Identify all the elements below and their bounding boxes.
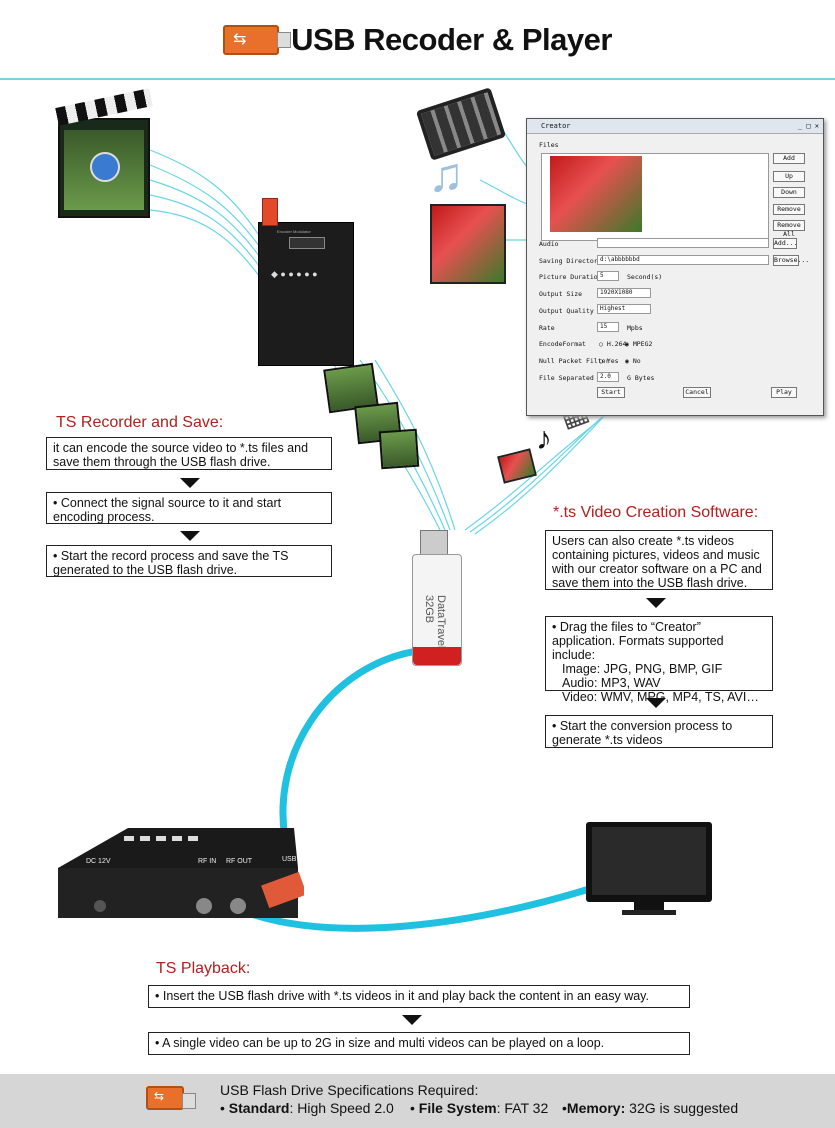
file-separated-size-label: File Separated Size bbox=[539, 374, 614, 382]
remove-button[interactable]: Remove bbox=[773, 204, 805, 215]
picture-duration-unit: Second(s) bbox=[627, 273, 663, 281]
rate-unit: Mpbs bbox=[627, 324, 643, 332]
down-arrow-icon bbox=[646, 698, 666, 708]
picture-duration-label: Picture Duration bbox=[539, 273, 602, 281]
encode-mpeg2-radio[interactable]: ◉ MPEG2 bbox=[625, 340, 653, 348]
picture-duration-field[interactable]: 5 bbox=[597, 271, 619, 281]
footer-title: USB Flash Drive Specifications Required: bbox=[220, 1082, 479, 1098]
video-clapperboard-image bbox=[55, 88, 153, 218]
header-divider bbox=[0, 78, 835, 80]
tv-image bbox=[586, 822, 712, 915]
usb-brand-label: DataTraveler bbox=[435, 595, 447, 659]
creator-app-window: Creator_ □ ✕ Files Add Up Down Remove Re… bbox=[526, 118, 824, 416]
music-note-icon: ♫ bbox=[428, 149, 464, 202]
cancel-button[interactable]: Cancel bbox=[683, 387, 711, 398]
down-arrow-icon bbox=[402, 1015, 422, 1025]
footer-spec-standard: • Standard: High Speed 2.0 bbox=[220, 1100, 394, 1116]
down-arrow-icon bbox=[180, 531, 200, 541]
output-size-label: Output Size bbox=[539, 290, 583, 298]
browse-button[interactable]: Browse... bbox=[773, 255, 810, 266]
music-note-icon: ♪ bbox=[536, 420, 552, 456]
add-button[interactable]: Add bbox=[773, 153, 805, 164]
files-list[interactable] bbox=[541, 153, 769, 241]
film-frame-image bbox=[378, 428, 420, 470]
audio-add-button[interactable]: Add... bbox=[773, 238, 798, 249]
play-button[interactable]: Play bbox=[771, 387, 797, 398]
formats-audio: Audio: MP3, WAV bbox=[562, 676, 661, 690]
footer-spec-filesystem: • File System: FAT 32 bbox=[410, 1100, 549, 1116]
files-label: Files bbox=[539, 141, 559, 149]
encoder-device-image: Encoder Modulator ◆ ● ● ● ● ● bbox=[258, 222, 354, 366]
creation-step-3: • Start the conversion process to genera… bbox=[545, 715, 773, 748]
encode-format-label: EncodeFormat bbox=[539, 340, 586, 348]
null-no-radio[interactable]: ◉ No bbox=[625, 357, 641, 365]
file-separated-size-field[interactable]: 2.0 bbox=[597, 372, 619, 382]
saving-directory-field[interactable]: d:\abbbbbbd bbox=[597, 255, 769, 265]
encode-h264-radio[interactable]: ○ H.264 bbox=[599, 340, 627, 348]
recorder-step-2: • Connect the signal source to it and st… bbox=[46, 492, 332, 524]
footer-spec-memory: •Memory: 32G is suggested bbox=[562, 1100, 739, 1116]
rf-in-label: RF IN bbox=[198, 858, 217, 865]
down-arrow-icon bbox=[646, 598, 666, 608]
encoder-screen-label: Encoder Modulator bbox=[277, 229, 311, 234]
recorder-heading: TS Recorder and Save: bbox=[56, 414, 224, 431]
usb-port-label: USB bbox=[282, 856, 297, 863]
usb-flash-drive-icon: ⇆ bbox=[223, 25, 292, 55]
playback-heading: TS Playback: bbox=[156, 960, 251, 977]
player-device-image bbox=[58, 828, 304, 918]
usb-stick-small-image bbox=[262, 198, 278, 226]
usb-flash-drive-icon: ⇆ bbox=[146, 1086, 196, 1110]
usb-capacity-label: 32GB bbox=[423, 595, 435, 624]
down-button[interactable]: Down bbox=[773, 187, 805, 198]
rate-field[interactable]: 15 bbox=[597, 322, 619, 332]
null-packet-filter-label: Null Packet Filter bbox=[539, 357, 610, 365]
dc-port-label: DC 12V bbox=[86, 858, 111, 865]
page-title: USB Recoder & Player bbox=[291, 22, 612, 57]
footer-specs: ⇆ USB Flash Drive Specifications Require… bbox=[0, 1074, 835, 1128]
file-separated-size-unit: G Bytes bbox=[627, 374, 655, 382]
null-yes-radio[interactable]: ○ Yes bbox=[599, 357, 619, 365]
audio-label: Audio bbox=[539, 240, 559, 248]
start-button[interactable]: Start bbox=[597, 387, 625, 398]
remove-all-button[interactable]: Remove All bbox=[773, 220, 805, 238]
saving-directory-label: Saving Directory bbox=[539, 257, 602, 265]
recorder-step-3: • Start the record process and save the … bbox=[46, 545, 332, 577]
output-quality-select[interactable]: Highest bbox=[597, 304, 651, 314]
creation-heading: *.ts Video Creation Software: bbox=[553, 504, 759, 521]
playback-step-1: • Insert the USB flash drive with *.ts v… bbox=[148, 985, 690, 1008]
up-button[interactable]: Up bbox=[773, 171, 805, 182]
playback-step-2: • A single video can be up to 2G in size… bbox=[148, 1032, 690, 1055]
recorder-step-1: it can encode the source video to *.ts f… bbox=[46, 437, 332, 470]
rate-label: Rate bbox=[539, 324, 555, 332]
formats-image: Image: JPG, PNG, BMP, GIF bbox=[562, 662, 723, 676]
output-quality-label: Output Quality bbox=[539, 307, 594, 315]
play-icon bbox=[90, 152, 120, 182]
flower-photo-image bbox=[430, 204, 506, 284]
rf-out-label: RF OUT bbox=[226, 858, 253, 865]
down-arrow-icon bbox=[180, 478, 200, 488]
audio-field[interactable] bbox=[597, 238, 769, 248]
creation-step-2-intro: • Drag the files to “Creator” applicatio… bbox=[552, 620, 724, 662]
usb-flash-drive-image: DataTraveler 32GB bbox=[408, 528, 464, 666]
page-header: ⇆ USB Recoder & Player bbox=[0, 14, 835, 66]
creation-step-2: • Drag the files to “Creator” applicatio… bbox=[545, 616, 773, 704]
creation-step-1: Users can also create *.ts videos contai… bbox=[545, 530, 773, 590]
formats-video: Video: WMV, MPG, MP4, TS, AVI… bbox=[562, 690, 759, 704]
creator-titlebar: Creator_ □ ✕ bbox=[527, 119, 823, 134]
output-size-select[interactable]: 1920X1080 bbox=[597, 288, 651, 298]
